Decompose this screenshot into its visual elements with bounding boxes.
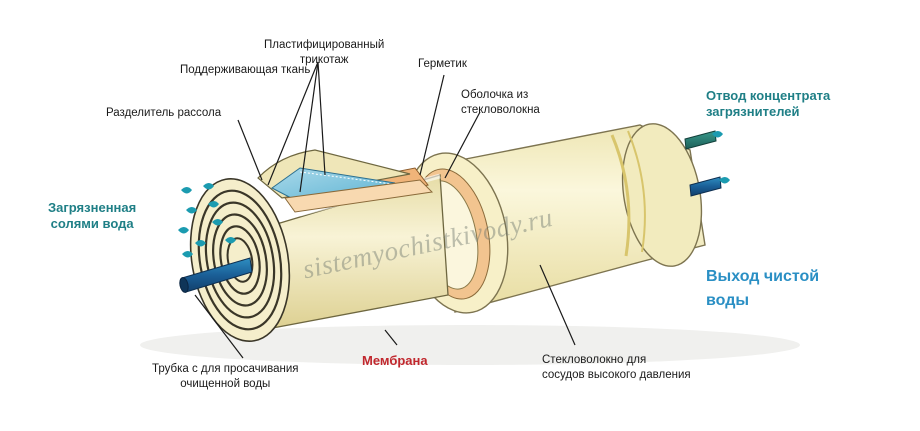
salty-water-line-1: Загрязненная [48,200,137,215]
pipe-end [179,277,189,293]
spiral-ring [226,237,254,283]
plasticized-knit-line-2: трикотаж [299,54,349,66]
permeate-tube-label: Трубка с для просачивания очищенной воды [152,362,298,392]
pressure-vessel-label: Стекловолокно для сосудов высокого давле… [542,353,691,383]
plasticized-knit-label: Пластифицированный трикотаж [264,38,384,68]
plasticized-knit-line-1: Пластифицированный [264,39,385,51]
knit-pattern [299,171,393,185]
clean-water-line-1: Выход чистой [706,268,820,285]
ground-shadow [140,325,800,365]
fiberglass-shell-line-2: стекловолокна [461,104,540,116]
support-fabric-label: Поддерживающая ткань [180,64,311,76]
spiral-end-face [189,178,291,342]
spiral-ring [219,225,261,295]
permeate-tube-line-1: Трубка с для просачивания [152,363,299,375]
water-drop-icon [178,183,236,258]
spiral-ring [212,213,268,307]
pipe-icon [684,130,717,150]
water-drop-icon [712,131,730,184]
salty-water-line-2: солями вода [50,216,134,231]
clean-water-outlet-label: Выход чистой воды [706,265,819,313]
vessel-band [627,130,646,253]
brine-spacer-label: Разделитель рассола [106,107,222,119]
fiberglass-shell-label: Оболочка из стекловолокна [461,88,540,118]
pipe-icon [689,176,722,197]
spiral-ring [204,201,276,319]
salty-water-label: Загрязненная солями вода [48,200,136,232]
fiberglass-shell-line-1: Оболочка из [461,89,529,101]
pressure-vessel-line-2: сосудов высокого давления [542,369,691,381]
pressure-vessel-line-1: Стекловолокно для [542,354,647,366]
sealant-label: Герметик [418,58,467,70]
clean-water-line-2: воды [706,292,750,309]
vessel-band [610,134,631,257]
concentrate-outlet-label: Отвод концентрата загрязнителей [706,88,830,120]
concentrate-line-1: Отвод концентрата [706,88,831,103]
membrane-label: Мембрана [362,353,428,368]
brine-spacer-layer [284,179,434,213]
concentrate-line-2: загрязнителей [706,104,800,119]
spiral-ring [197,189,283,331]
leader-lines [194,61,576,359]
permeate-tube-line-2: очищенной воды [180,378,271,390]
